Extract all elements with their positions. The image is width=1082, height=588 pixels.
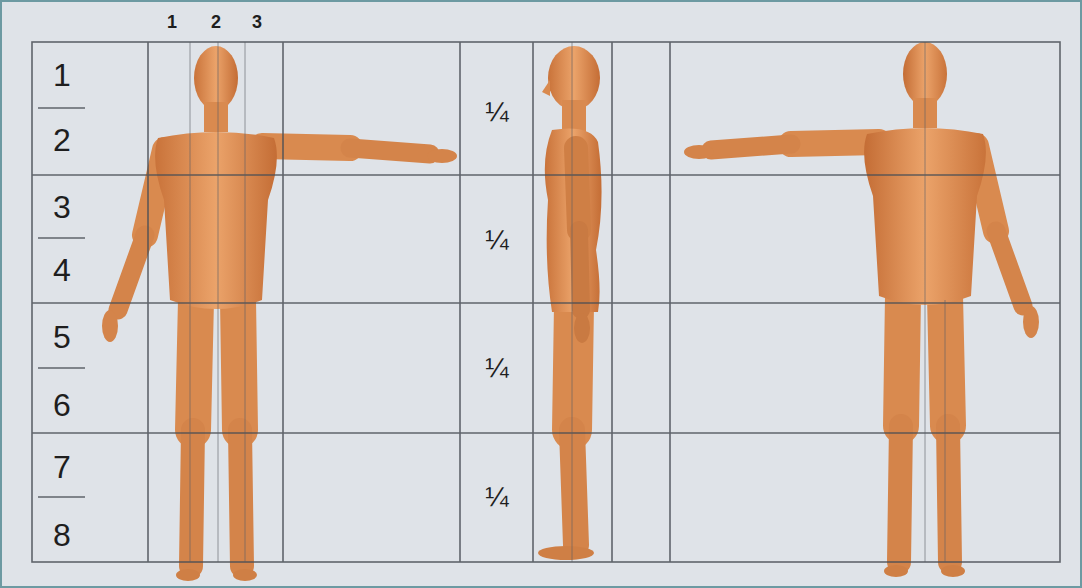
nose	[542, 80, 550, 96]
proportion-fraction: ¼	[485, 226, 508, 254]
center-line	[945, 300, 946, 562]
center-line	[245, 42, 246, 562]
center-lines	[190, 42, 945, 562]
column-number: 2	[211, 13, 221, 31]
row-number: 4	[53, 254, 71, 286]
column-line	[282, 42, 284, 562]
column-line	[611, 42, 613, 562]
row-divider	[38, 496, 85, 498]
row-number: 8	[53, 519, 71, 551]
column-line	[147, 42, 149, 562]
quarter-line	[32, 302, 1060, 304]
proportion-grid	[32, 42, 1060, 562]
neck	[562, 100, 586, 132]
quarter-line	[32, 174, 1060, 176]
center-line	[190, 42, 191, 562]
foot	[538, 546, 594, 560]
row-number: 7	[53, 451, 71, 483]
column-line	[532, 42, 534, 562]
back-figure	[684, 42, 1039, 577]
column-number: 3	[252, 13, 262, 31]
row-divider	[38, 367, 85, 369]
center-line	[925, 42, 926, 562]
grid-frame	[32, 42, 1060, 562]
row-number: 6	[53, 389, 71, 421]
forearm	[579, 230, 581, 310]
column-number: 1	[167, 13, 177, 31]
row-number: 2	[53, 124, 71, 156]
column-line	[669, 42, 671, 562]
row-number: 3	[53, 191, 71, 223]
front-figure	[102, 46, 457, 581]
center-line	[218, 42, 219, 562]
quarter-line	[32, 432, 1060, 434]
proportion-fraction: ¼	[485, 483, 508, 511]
hand	[574, 313, 590, 343]
torso	[545, 129, 602, 313]
row-number: 5	[53, 321, 71, 353]
shin	[572, 430, 576, 545]
center-line	[572, 42, 573, 562]
upper-arm	[576, 148, 579, 230]
row-divider	[38, 237, 85, 239]
column-line	[459, 42, 461, 562]
proportion-fraction: ¼	[485, 354, 508, 382]
row-number: 1	[53, 59, 71, 91]
row-divider	[38, 107, 85, 109]
proportion-fraction: ¼	[485, 98, 508, 126]
